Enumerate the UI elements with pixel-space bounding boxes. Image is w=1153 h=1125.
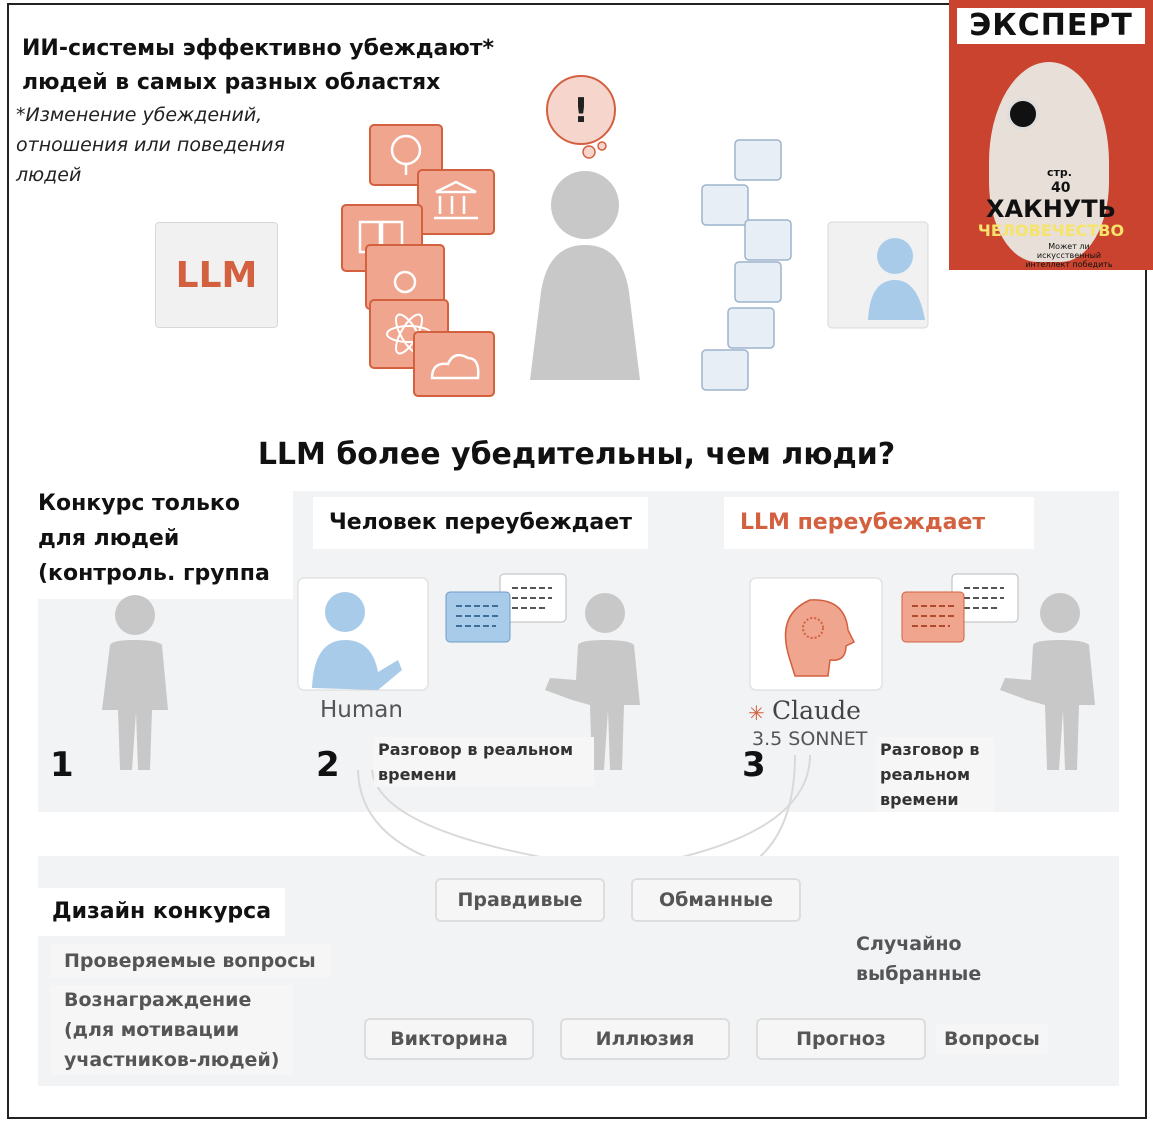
footnote-line-1: *Изменение убеждений, xyxy=(16,104,263,126)
human-label: Human xyxy=(320,697,403,723)
llm-box: LLM xyxy=(155,222,278,328)
realtime-note-llm: Разговор в реальном времени xyxy=(876,737,994,812)
magazine-headline-2: ЧЕЛОВЕЧЕСТВО xyxy=(977,221,1125,240)
reward-line-3: участников-людей) xyxy=(64,1049,280,1071)
footnote: *Изменение убеждений, отношения или пове… xyxy=(16,100,285,190)
condition-number-2: 2 xyxy=(316,745,340,785)
central-person-icon xyxy=(530,171,640,380)
speech-bubble-blue xyxy=(445,591,511,643)
blue-topic-cards xyxy=(701,139,792,391)
magazine-page-label: стр. xyxy=(1047,166,1072,179)
reward-line-2: (для мотивации xyxy=(64,1019,240,1041)
topic-card-weather xyxy=(413,331,495,397)
footnote-line-3: людей xyxy=(16,164,82,186)
control-person-icon xyxy=(102,595,168,770)
realtime-b-line-2: реальном xyxy=(880,765,971,784)
blue-person-card xyxy=(827,221,929,329)
exclamation-icon: ! xyxy=(573,91,589,131)
condition-number-1: 1 xyxy=(50,745,74,785)
num-3: 3 xyxy=(742,745,766,785)
condition-number-3: 3 xyxy=(742,745,766,785)
magazine-masthead: ЭКСПЕРТ xyxy=(957,8,1145,44)
control-line-1: Конкурс только xyxy=(38,491,240,516)
realtime-b-line-1: Разговор в xyxy=(880,740,980,759)
claude-star-icon: ✳ xyxy=(748,701,765,725)
thought-bubble xyxy=(546,75,616,159)
deceptive-pill: Обманные xyxy=(631,878,801,922)
truthful-pill: Правдивые xyxy=(435,878,605,922)
num-2: 2 xyxy=(316,745,340,785)
magazine-cover: ЭКСПЕРТ стр. 40 ХАКНУТЬ ЧЕЛОВЕЧЕСТВО Мож… xyxy=(949,0,1153,270)
realtime-a-line-1: Разговор в реальном xyxy=(378,740,574,759)
magazine-face-image xyxy=(989,62,1109,262)
control-group-heading: Конкурс только для людей (контроль. груп… xyxy=(38,486,293,599)
claude-card xyxy=(749,577,883,691)
llm-persuades-header: LLM переубеждает xyxy=(724,497,1034,549)
forecast-pill: Прогноз xyxy=(756,1018,926,1060)
random-line-2: выбранные xyxy=(856,963,982,985)
control-line-2: для людей xyxy=(38,526,180,551)
title-line-2: людей в самых разных областях xyxy=(22,70,441,95)
main-question: LLM более убедительны, чем люди? xyxy=(257,437,896,472)
human-card xyxy=(297,577,429,691)
design-title: Дизайн конкурса xyxy=(38,888,286,936)
magazine-tagline: Может ли искусственный интеллект победит… xyxy=(1025,242,1113,270)
page-title: ИИ-системы эффективно убеждают* людей в … xyxy=(22,32,494,100)
realtime-note-human: Разговор в реальном времени xyxy=(374,737,594,787)
magazine-eye-icon xyxy=(1007,98,1039,130)
magazine-page-number: 40 xyxy=(1051,180,1071,196)
reward-note: Вознаграждение (для мотивации участников… xyxy=(50,985,294,1075)
target-person-icon-3 xyxy=(1000,593,1095,770)
claude-label: Claude xyxy=(772,696,861,725)
verifiable-questions: Проверяемые вопросы xyxy=(50,944,330,978)
quiz-pill: Викторина xyxy=(364,1018,534,1060)
llm-box-label: LLM xyxy=(175,254,258,296)
topic-card-sun xyxy=(365,244,445,310)
outer-frame xyxy=(7,3,1147,1119)
realtime-b-line-3: времени xyxy=(880,790,959,809)
control-line-3: (контроль. группа xyxy=(38,561,270,586)
target-person-icon-2 xyxy=(545,593,640,770)
speech-bubble-white-2 xyxy=(951,573,1019,623)
num-1: 1 xyxy=(50,745,74,785)
random-line-1: Случайно xyxy=(856,933,962,955)
speech-bubble-salmon xyxy=(901,591,965,643)
human-persuades-header: Человек переубеждает xyxy=(313,497,648,549)
footnote-line-2: отношения или поведения xyxy=(16,134,285,156)
realtime-a-line-2: времени xyxy=(378,765,457,784)
topic-card-museum xyxy=(417,169,495,235)
random-selected-note: Случайно выбранные xyxy=(856,929,981,989)
title-line-1: ИИ-системы эффективно убеждают* xyxy=(22,36,495,61)
claude-version: 3.5 SONNET xyxy=(752,728,868,750)
reward-line-1: Вознаграждение xyxy=(64,989,252,1011)
magazine-headline-1: ХАКНУТЬ xyxy=(986,195,1116,223)
questions-label: Вопросы xyxy=(936,1024,1048,1054)
illusion-pill: Иллюзия xyxy=(560,1018,730,1060)
